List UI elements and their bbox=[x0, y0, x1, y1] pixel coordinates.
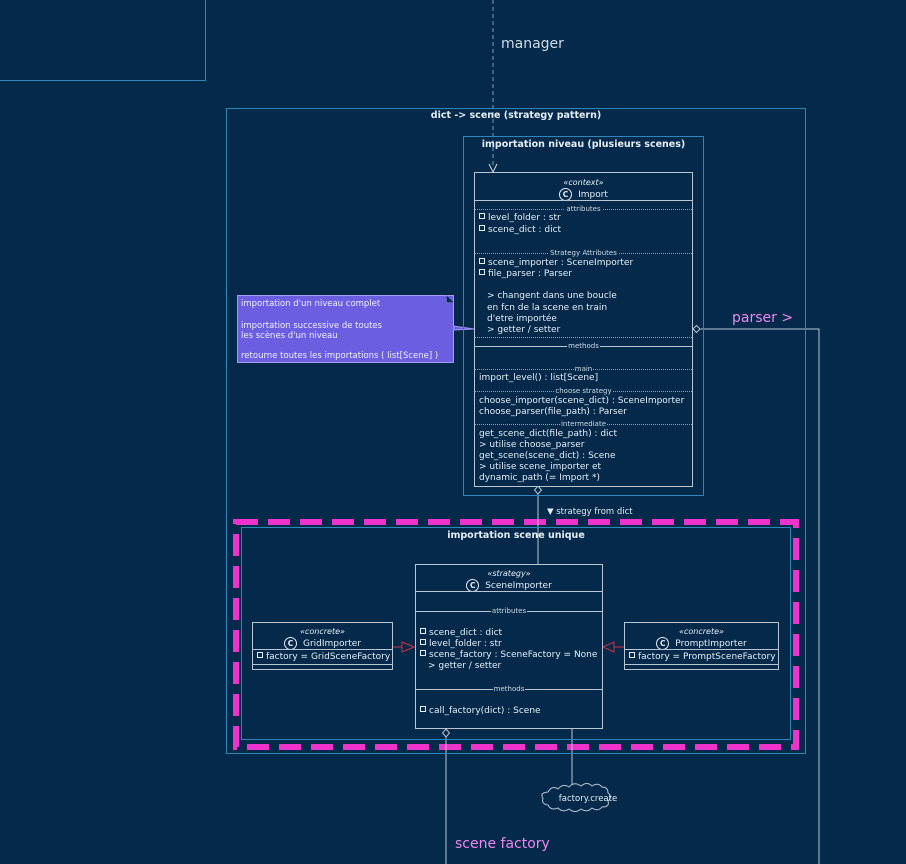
private-icon bbox=[479, 225, 485, 231]
attr-scene-factory: scene_factory : SceneFactory = None bbox=[420, 650, 597, 661]
class-import-name: Import bbox=[578, 190, 608, 200]
method-choose-parser: choose_parser(file_path) : Parser bbox=[479, 407, 627, 417]
sep-main: main bbox=[573, 365, 594, 373]
comment-line-1: > changent dans une boucle bbox=[487, 291, 617, 301]
scene-factory-diamond bbox=[441, 728, 451, 738]
factory-create-cloud bbox=[541, 783, 611, 812]
method-import-level: import_level() : list[Scene] bbox=[479, 373, 599, 383]
note-line-1: importation d'un niveau complet bbox=[241, 299, 381, 309]
attr-factory: factory = GridSceneFactory bbox=[257, 652, 390, 663]
private-icon bbox=[420, 650, 426, 656]
note-importation-niveau: importation d'un niveau complet importat… bbox=[237, 295, 454, 363]
strategy-link-diamond bbox=[533, 485, 543, 495]
class-grid-importer-stereotype: «concrete» bbox=[300, 627, 345, 636]
package-strategy-pattern-title: dict -> scene (strategy pattern) bbox=[430, 110, 602, 121]
class-scene-importer-stereotype: «strategy» bbox=[487, 569, 531, 578]
attr-factory: factory = PromptSceneFactory bbox=[629, 652, 776, 663]
attr-getter-setter: > getter / setter bbox=[428, 661, 502, 671]
class-scene-importer-name: SceneImporter bbox=[485, 581, 552, 591]
sep-strategy-attributes: Strategy Attributes bbox=[549, 249, 618, 257]
private-icon bbox=[479, 269, 485, 275]
class-grid-importer-name: GridImporter bbox=[303, 639, 361, 649]
method-choose-importer: choose_importer(scene_dict) : SceneImpor… bbox=[479, 396, 685, 406]
attr-file-parser: file_parser : Parser bbox=[479, 269, 572, 280]
partial-package-border bbox=[0, 0, 206, 81]
parser-link-line bbox=[700, 328, 820, 864]
sep-methods: methods bbox=[492, 685, 526, 693]
method-note-scene-importer: > utilise scene_importer et bbox=[479, 462, 602, 472]
private-icon bbox=[420, 628, 426, 634]
private-icon bbox=[479, 258, 485, 264]
strategy-from-dict-label: ▼ strategy from dict bbox=[547, 507, 633, 517]
private-icon bbox=[420, 706, 426, 712]
package-strategy-pattern: dict -> scene (strategy pattern) bbox=[226, 108, 806, 754]
manager-label: manager bbox=[501, 36, 564, 52]
parser-label: parser > bbox=[732, 310, 794, 326]
prompt-inherit-arrowhead bbox=[601, 641, 615, 653]
factory-create-label: factory.create bbox=[558, 794, 618, 804]
note-fold-corner bbox=[446, 295, 454, 303]
package-importation-niveau-title: importation niveau (plusieurs scenes) bbox=[481, 139, 686, 150]
comment-line-4: > getter / setter bbox=[487, 325, 561, 335]
grid-inherit-arrowhead bbox=[401, 641, 416, 653]
private-icon bbox=[629, 652, 635, 658]
method-note-dynamic-path: dynamic_path (= Import *) bbox=[479, 473, 600, 483]
package-importation-scene-unique: importation scene unique bbox=[241, 527, 791, 740]
attr-scene-dict: scene_dict : dict bbox=[479, 225, 561, 236]
attr-scene-dict: scene_dict : dict bbox=[420, 628, 502, 639]
method-call-factory: call_factory(dict) : Scene bbox=[420, 706, 541, 717]
note-line-2: importation successive de toutes bbox=[241, 321, 383, 331]
private-icon bbox=[420, 639, 426, 645]
method-get-scene-dict: get_scene_dict(file_path) : dict bbox=[479, 429, 618, 439]
scene-factory-label: scene factory bbox=[455, 836, 550, 852]
comment-line-3: d'etre importée bbox=[487, 314, 557, 324]
sep-intermediate: intermediate bbox=[559, 420, 608, 428]
attr-level-folder: level_folder : str bbox=[420, 639, 502, 650]
sep-attributes: attributes bbox=[565, 205, 602, 213]
attr-scene-importer: scene_importer : SceneImporter bbox=[479, 258, 633, 269]
comment-line-2: en fcn de la scene en train bbox=[487, 303, 608, 313]
sep-attributes: attributes bbox=[490, 607, 528, 615]
sep-methods: methods bbox=[567, 342, 600, 350]
note-line-3: les scènes d'un niveau bbox=[241, 331, 338, 341]
method-note-choose-parser: > utilise choose_parser bbox=[479, 440, 585, 450]
sep-choose-strategy: choose strategy bbox=[554, 387, 613, 395]
private-icon bbox=[257, 652, 263, 658]
class-prompt-importer-name: PromptImporter bbox=[675, 639, 747, 649]
parser-link-diamond bbox=[692, 324, 701, 334]
class-prompt-importer-stereotype: «concrete» bbox=[679, 627, 724, 636]
package-importation-niveau: importation niveau (plusieurs scenes) bbox=[463, 136, 704, 496]
note-line-4: retourne toutes les importations ( list[… bbox=[241, 351, 439, 361]
private-icon bbox=[479, 213, 485, 219]
class-import-stereotype: «context» bbox=[563, 178, 604, 187]
method-get-scene: get_scene(scene_dict) : Scene bbox=[479, 451, 616, 461]
package-importation-scene-unique-title: importation scene unique bbox=[447, 530, 585, 541]
attr-level-folder: level_folder : str bbox=[479, 213, 561, 224]
highlight-dashed-border bbox=[233, 519, 799, 750]
